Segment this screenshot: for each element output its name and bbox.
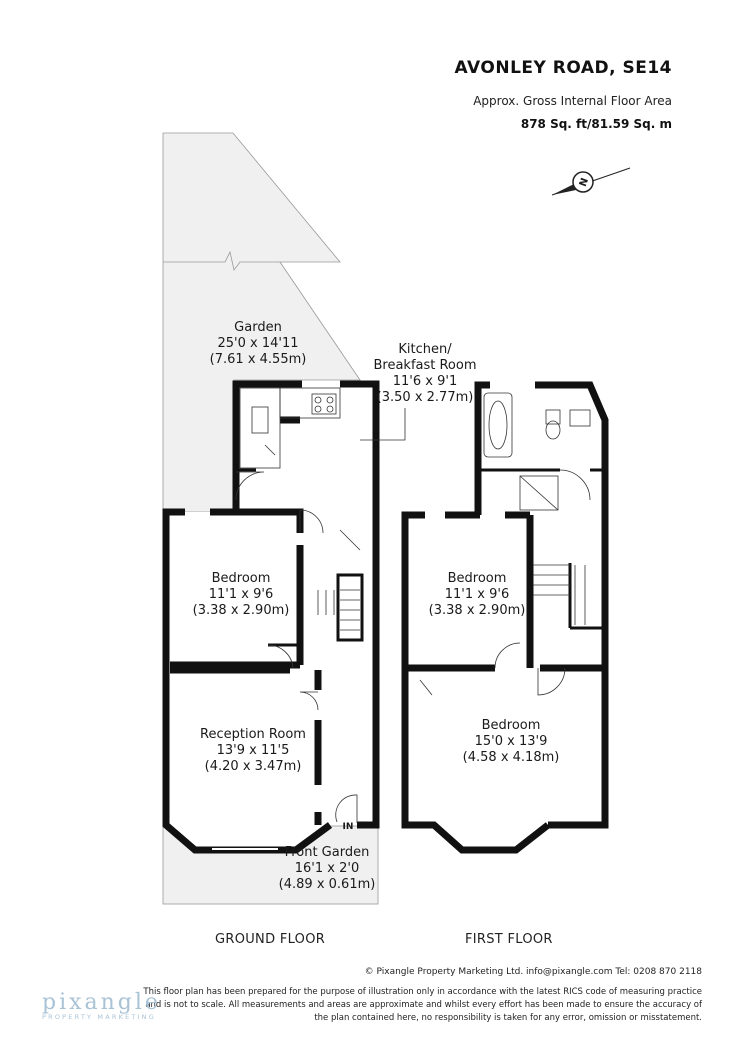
logo-name: pixangle bbox=[42, 990, 161, 1015]
ground-bedroom-name: Bedroom bbox=[212, 571, 271, 586]
first-floor-walls bbox=[401, 381, 609, 854]
floor-area: 878 Sq. ft/81.59 Sq. m bbox=[520, 117, 672, 131]
front-garden-imperial: 16'1 x 2'0 bbox=[295, 861, 359, 876]
garden-break-mark bbox=[163, 250, 280, 271]
first-bedroom-rear-metric: (3.38 x 2.90m) bbox=[429, 603, 526, 618]
property-title: AVONLEY ROAD, SE14 bbox=[454, 58, 672, 78]
kitchen-metric: (3.50 x 2.77m) bbox=[377, 390, 474, 405]
kitchen-name-line2: Breakfast Room bbox=[373, 358, 476, 373]
logo-tagline: PROPERTY MARKETING bbox=[42, 1013, 156, 1021]
front-garden-name: Front Garden bbox=[285, 845, 370, 860]
first-bedroom-rear-imperial: 11'1 x 9'6 bbox=[445, 587, 509, 602]
ground-bedroom-imperial: 11'1 x 9'6 bbox=[209, 587, 273, 602]
reception-imperial: 13'9 x 11'5 bbox=[217, 743, 290, 758]
reception-name: Reception Room bbox=[200, 727, 306, 742]
ground-doors bbox=[235, 471, 361, 823]
first-bedroom-rear-name: Bedroom bbox=[448, 571, 507, 586]
area-subtitle: Approx. Gross Internal Floor Area bbox=[473, 94, 672, 108]
first-bedroom-front-imperial: 15'0 x 13'9 bbox=[475, 734, 548, 749]
first-thin-walls bbox=[478, 468, 605, 630]
kitchen-pointer bbox=[360, 408, 406, 441]
garden-imperial: 25'0 x 14'11 bbox=[217, 336, 298, 351]
kitchen-imperial: 11'6 x 9'1 bbox=[393, 374, 457, 389]
ground-thin-walls bbox=[236, 468, 364, 647]
reception-metric: (4.20 x 3.47m) bbox=[205, 759, 302, 774]
bathroom-fittings bbox=[483, 392, 591, 511]
first-floor-label: FIRST FLOOR bbox=[465, 932, 553, 947]
entrance-label: IN bbox=[343, 822, 354, 832]
front-garden-metric: (4.89 x 0.61m) bbox=[279, 877, 376, 892]
pixangle-logo: pixangle PROPERTY MARKETING bbox=[42, 990, 172, 1021]
kitchen-units bbox=[239, 387, 341, 469]
first-bedroom-front-metric: (4.58 x 4.18m) bbox=[463, 750, 560, 765]
ground-stairs bbox=[317, 589, 360, 631]
garden-metric: (7.61 x 4.55m) bbox=[210, 352, 307, 367]
ground-floor-label: GROUND FLOOR bbox=[215, 932, 326, 947]
first-bedroom-front-name: Bedroom bbox=[482, 718, 541, 733]
first-stairs bbox=[533, 564, 586, 625]
copyright-text: © Pixangle Property Marketing Ltd. info@… bbox=[364, 967, 702, 977]
compass-label: N bbox=[578, 177, 591, 189]
kitchen-name-line1: Kitchen/ bbox=[398, 342, 452, 357]
ground-floor-interior bbox=[166, 385, 375, 850]
garden-name: Garden bbox=[234, 320, 282, 335]
compass-icon: N bbox=[551, 167, 631, 196]
first-floor-interior bbox=[405, 386, 605, 850]
ground-bedroom-metric: (3.38 x 2.90m) bbox=[193, 603, 290, 618]
first-doors bbox=[419, 469, 591, 696]
disclaimer-text: This floor plan has been prepared for th… bbox=[143, 987, 702, 1023]
